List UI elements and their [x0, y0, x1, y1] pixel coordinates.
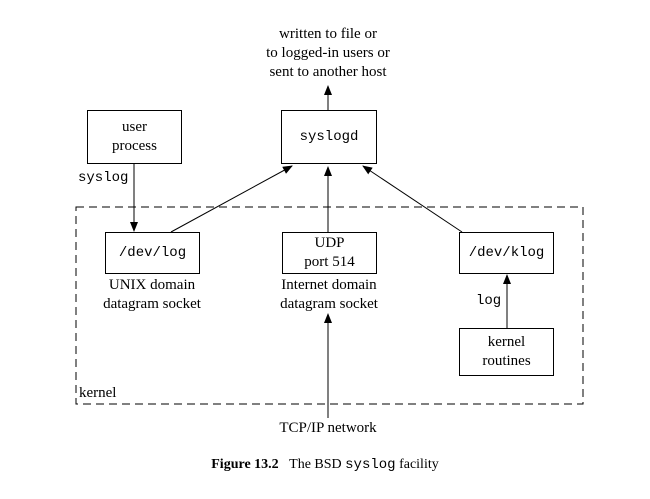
output-line-3: sent to another host	[269, 64, 387, 80]
kernel-boundary	[75, 206, 584, 405]
udp-line-2: port 514	[304, 254, 355, 270]
unix-socket-line-1: UNIX domain	[108, 277, 196, 293]
kernel-routines-line-1: kernel	[487, 334, 526, 350]
user-process-line-1: user	[122, 119, 147, 135]
dev-log-box: /dev/log	[105, 232, 200, 274]
figure-number: Figure 13.2	[211, 457, 279, 472]
log-call-label: log	[476, 293, 502, 309]
udp-line-1: UDP	[314, 235, 345, 251]
inet-socket-line-2: datagram socket	[280, 296, 378, 312]
dev-log-label: /dev/log	[118, 244, 187, 261]
syslogd-label: syslogd	[299, 128, 359, 145]
udp-port-box: UDP port 514	[282, 232, 377, 274]
inet-socket-label: Internet domain datagram socket	[254, 276, 404, 314]
dev-klog-box: /dev/klog	[459, 232, 554, 274]
unix-socket-line-2: datagram socket	[103, 296, 201, 312]
user-process-box: user process	[87, 110, 182, 164]
output-line-2: to logged-in users or	[266, 45, 390, 61]
inet-socket-line-1: Internet domain	[281, 277, 377, 293]
user-process-line-2: process	[112, 138, 157, 154]
kernel-routines-box: kernel routines	[459, 328, 554, 376]
syslog-call-label: syslog	[78, 170, 129, 186]
kernel-routines-line-2: routines	[482, 353, 531, 369]
output-line-1: written to file or	[279, 26, 377, 42]
kernel-region-label: kernel	[79, 385, 117, 401]
arrow-dev-klog-to-syslogd	[362, 165, 463, 233]
figure-caption: Figure 13.2 The BSD syslog facility	[0, 457, 650, 473]
arrow-dev-log-to-syslogd	[170, 165, 293, 233]
dev-klog-label: /dev/klog	[468, 244, 545, 261]
output-destination-label: written to file or to logged-in users or…	[228, 25, 428, 82]
caption-code: syslog	[345, 457, 396, 473]
caption-gap	[279, 457, 290, 472]
syslogd-box: syslogd	[281, 110, 377, 164]
network-label: TCP/IP network	[279, 420, 377, 436]
unix-socket-label: UNIX domain datagram socket	[77, 276, 227, 314]
caption-text-before: The BSD	[289, 457, 346, 472]
caption-text-after: facility	[395, 457, 439, 472]
